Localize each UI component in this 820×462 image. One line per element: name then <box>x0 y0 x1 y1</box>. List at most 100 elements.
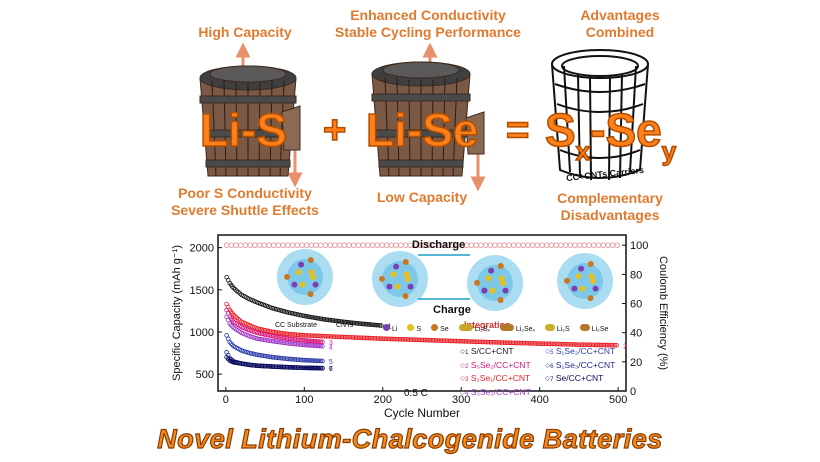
series-2-point <box>597 342 602 348</box>
low-capacity-label: Low Capacity <box>376 189 468 205</box>
series-3-point <box>312 339 318 344</box>
inset-particle <box>497 297 504 304</box>
series-4-point <box>227 321 233 326</box>
series-7-point <box>278 364 284 370</box>
series-3-point <box>292 337 298 342</box>
inset-particle <box>284 273 291 280</box>
series-4-point <box>297 342 302 347</box>
series-4-point <box>230 324 235 329</box>
series-1-point <box>371 322 377 328</box>
series-2-point <box>355 335 360 340</box>
series-4-point <box>228 322 234 328</box>
series-2-point <box>305 333 310 338</box>
series-2-point <box>440 338 445 343</box>
series-2-point <box>608 342 613 348</box>
ce-point <box>360 242 366 248</box>
series-2-point <box>284 331 290 337</box>
series-2-point <box>320 333 326 339</box>
ce-point <box>501 242 508 248</box>
series-2-point <box>507 340 513 346</box>
series-2-point <box>414 337 420 343</box>
series-2-point <box>275 330 280 335</box>
series-2-point <box>465 339 470 344</box>
ce-point <box>468 242 475 248</box>
series-7-point <box>269 364 274 369</box>
ce-point <box>327 242 333 248</box>
ce-point <box>318 242 324 248</box>
species-li2sex: Li₂Seₓ <box>499 324 535 333</box>
series-2-point <box>380 336 386 342</box>
series-2-point <box>446 338 451 344</box>
series-4-point <box>314 343 319 349</box>
series-1-point <box>341 319 346 325</box>
series-7-label: 7 <box>329 366 333 373</box>
series-2-point <box>393 336 398 342</box>
series-2-point <box>520 340 525 346</box>
inset-particle <box>579 285 586 292</box>
ce-point <box>233 242 239 248</box>
series-1-point <box>353 320 358 326</box>
ce-point <box>581 242 588 248</box>
series-1-point <box>342 319 348 325</box>
series-2-point <box>454 338 459 344</box>
series-2-point <box>427 337 433 343</box>
series-3-point <box>286 336 291 342</box>
species-se: Se <box>431 324 449 333</box>
y-right-tick-label: 40 <box>630 328 642 340</box>
series-2-point <box>425 337 431 343</box>
ce-point <box>487 242 493 248</box>
series-4-point <box>302 342 307 348</box>
series-5-point <box>281 356 287 361</box>
series-5-point <box>286 356 291 362</box>
series-5-label: 5 <box>329 359 333 366</box>
series-2-point <box>422 337 428 343</box>
ce-point <box>600 242 606 248</box>
series-2-point <box>527 341 533 346</box>
barrel-illustrations <box>199 42 649 192</box>
series-2-point <box>606 342 612 348</box>
series-2-point <box>397 336 403 342</box>
series-2-point <box>490 339 495 345</box>
sub-x: x <box>575 135 591 167</box>
series-2-point <box>286 331 291 337</box>
series-7-point <box>270 364 276 369</box>
series-2-point <box>411 337 417 343</box>
series-2-point <box>338 334 343 340</box>
series-2-point <box>287 331 293 337</box>
series-2-point <box>582 342 588 348</box>
inset-particle <box>564 277 571 284</box>
series-4-point <box>283 340 288 346</box>
legend-item-3: ○3 S₂Se₁/CC+CNT <box>460 373 531 383</box>
se-dash: -Se <box>589 103 662 157</box>
discharge-label: Discharge <box>412 239 466 251</box>
series-7-point <box>258 363 263 369</box>
series-1-point <box>359 321 364 327</box>
series-3-point <box>287 336 293 342</box>
x-tick-label: 400 <box>531 394 549 406</box>
series-5-point <box>273 355 279 360</box>
series-2-point <box>298 332 304 338</box>
ce-point <box>614 242 621 248</box>
series-1-point <box>345 320 351 325</box>
series-3-point <box>320 339 325 345</box>
series-4-point <box>303 342 309 348</box>
series-7-point <box>294 365 299 370</box>
ce-point <box>511 242 517 248</box>
series-2-point <box>424 337 430 343</box>
inset-particle <box>590 278 596 284</box>
series-2-point <box>344 334 349 340</box>
series-2-point <box>565 342 571 347</box>
ce-point <box>544 242 550 248</box>
series-5-point <box>230 342 235 348</box>
ce-point <box>478 242 484 248</box>
series-1-point <box>360 321 366 327</box>
ce-point <box>609 242 616 248</box>
series-4-point <box>275 339 280 345</box>
series-2-point <box>609 342 615 348</box>
ce-point <box>605 242 611 248</box>
series-2-point <box>364 335 370 341</box>
series-2-point <box>350 335 356 340</box>
series-5-point <box>283 356 288 361</box>
series-2-point <box>336 334 342 340</box>
series-2-point <box>543 341 549 347</box>
